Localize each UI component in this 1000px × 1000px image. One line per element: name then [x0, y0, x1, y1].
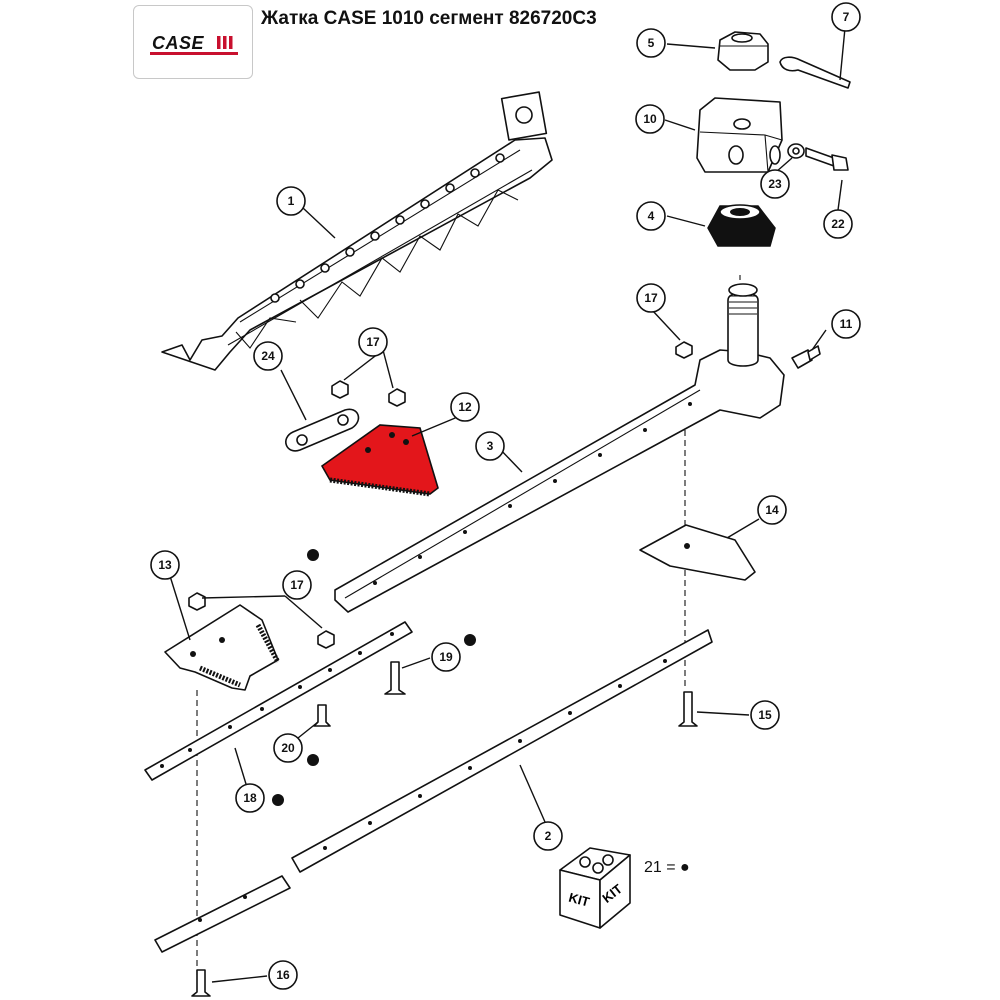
- svg-text:2: 2: [545, 829, 552, 843]
- kit-dot-markers: [272, 549, 476, 806]
- svg-text:4: 4: [648, 209, 655, 223]
- svg-text:16: 16: [276, 968, 290, 982]
- callout-5: 5: [636, 28, 666, 58]
- callout-24: 24: [253, 341, 283, 371]
- svg-text:17: 17: [290, 578, 304, 592]
- hex-nut: [317, 630, 335, 649]
- knife-head-hole: [515, 106, 533, 124]
- callout-19: 19: [431, 642, 461, 672]
- svg-text:14: 14: [765, 503, 779, 517]
- svg-text:15: 15: [758, 708, 772, 722]
- hex-bolt: [805, 147, 849, 171]
- hex-nut: [331, 380, 349, 399]
- callout-12: 12: [450, 392, 480, 422]
- callout-17-left: 17: [282, 570, 312, 600]
- callout-4: 4: [636, 201, 666, 231]
- callout-10: 10: [635, 104, 665, 134]
- cone-bushing: [707, 204, 776, 247]
- callout-14: 14: [757, 495, 787, 525]
- short-knife-back-holes: [160, 632, 394, 768]
- case-ih-mark-icon: [217, 36, 233, 49]
- grease-fitting: [791, 345, 821, 369]
- leader-lines: [169, 27, 846, 983]
- drive-arm-threads: [729, 295, 757, 315]
- callout-13: 13: [150, 550, 180, 580]
- rivet: [678, 691, 698, 727]
- drive-arm-holes: [373, 402, 692, 585]
- callout-15: 15: [750, 700, 780, 730]
- callout-20: 20: [273, 733, 303, 763]
- rivet: [384, 661, 406, 695]
- kit-legend: 21 = ●: [644, 859, 690, 876]
- callout-17-top: 17: [358, 327, 388, 357]
- svg-text:17: 17: [366, 335, 380, 349]
- svg-text:7: 7: [843, 10, 850, 24]
- hex-nut: [675, 341, 693, 359]
- case-logo-text: CASE: [152, 33, 205, 53]
- callout-17-right: 17: [636, 283, 666, 313]
- svg-text:17: 17: [644, 291, 658, 305]
- cotter-pin: [779, 56, 851, 89]
- knife-bolt-row: [270, 153, 505, 303]
- svg-text:24: 24: [261, 349, 275, 363]
- svg-text:20: 20: [281, 741, 295, 755]
- svg-text:18: 18: [243, 791, 257, 805]
- hex-nut: [188, 592, 206, 611]
- callout-18: 18: [235, 783, 265, 813]
- callout-23: 23: [760, 169, 790, 199]
- svg-text:11: 11: [840, 317, 853, 331]
- castle-nut: [717, 31, 769, 71]
- callout-7: 7: [831, 2, 861, 32]
- svg-text:12: 12: [458, 400, 472, 414]
- rivet: [191, 969, 211, 997]
- svg-text:13: 13: [158, 558, 172, 572]
- svg-text:23: 23: [768, 177, 782, 191]
- svg-text:3: 3: [487, 439, 494, 453]
- hex-nut: [388, 388, 406, 407]
- callout-16: 16: [268, 960, 298, 990]
- knife-back-bar-holes: [198, 659, 667, 922]
- knife-guard: [164, 604, 281, 691]
- case-logo-underline: [150, 52, 238, 55]
- svg-text:1: 1: [288, 194, 295, 208]
- svg-text:10: 10: [643, 112, 657, 126]
- clip-plate: [285, 408, 360, 452]
- callout-3: 3: [475, 431, 505, 461]
- kit-box: KIT KIT: [559, 847, 631, 929]
- case-logo: CASE: [133, 5, 253, 79]
- callout-2: 2: [533, 821, 563, 851]
- pivot-block: [696, 97, 783, 173]
- knife-back-bar: [154, 629, 713, 953]
- hold-down-clip: [639, 524, 756, 581]
- short-knife-back: [144, 621, 413, 781]
- kit-box-label-left: KIT: [567, 890, 591, 910]
- drive-arm: [334, 283, 785, 613]
- svg-text:5: 5: [648, 36, 655, 50]
- knife-assembly: [161, 91, 553, 371]
- knife-section-highlight: [320, 424, 439, 497]
- svg-text:22: 22: [831, 217, 845, 231]
- callout-22: 22: [823, 209, 853, 239]
- callout-1: 1: [276, 186, 306, 216]
- svg-text:19: 19: [439, 650, 453, 664]
- page-title: Жатка CASE 1010 сегмент 826720C3: [261, 8, 597, 29]
- washer-hole: [792, 147, 800, 155]
- callout-11: 11: [831, 309, 861, 339]
